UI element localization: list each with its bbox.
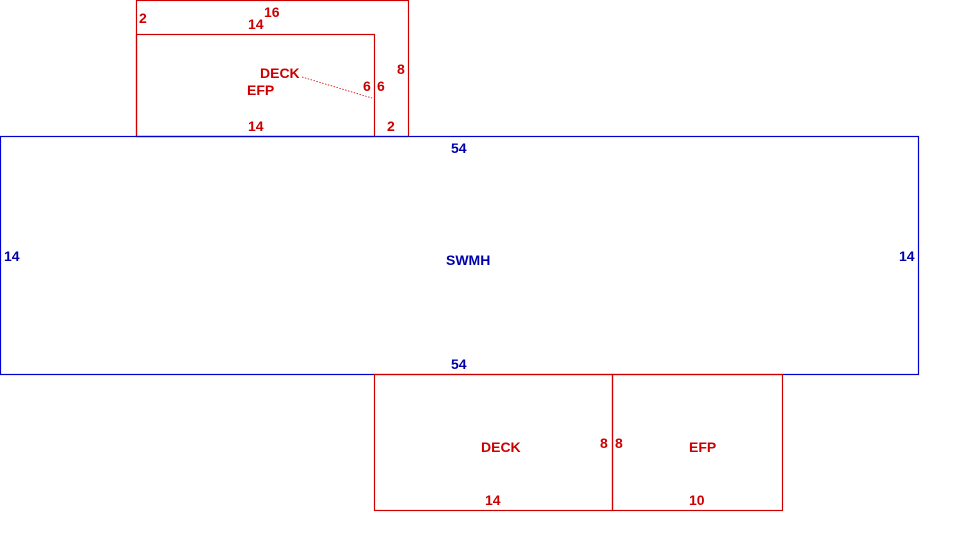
lower-efp-label: EFP bbox=[689, 439, 716, 455]
upper-outer-top-dim: 16 bbox=[264, 4, 280, 20]
lower-efp-bottom-dim: 10 bbox=[689, 492, 705, 508]
lower-efp-outline bbox=[611, 373, 784, 512]
upper-divider-left-dim: 6 bbox=[363, 78, 371, 94]
deck-leader-line bbox=[301, 76, 373, 99]
upper-inner-top-dim: 14 bbox=[248, 16, 264, 32]
upper-efp-label: EFP bbox=[247, 82, 274, 98]
lower-deck-right-dim: 8 bbox=[600, 435, 608, 451]
lower-deck-label: DECK bbox=[481, 439, 521, 455]
upper-divider-right-dim: 6 bbox=[377, 78, 385, 94]
lower-efp-left-dim: 8 bbox=[615, 435, 623, 451]
lower-deck-bottom-dim: 14 bbox=[485, 492, 501, 508]
upper-left-dim: 2 bbox=[139, 10, 147, 26]
home-bottom-dim: 54 bbox=[451, 356, 467, 372]
upper-bottom-right-dim: 2 bbox=[387, 118, 395, 134]
home-top-dim: 54 bbox=[451, 140, 467, 156]
home-left-dim: 14 bbox=[4, 248, 20, 264]
upper-deck-label: DECK bbox=[260, 65, 300, 81]
home-right-dim: 14 bbox=[899, 248, 915, 264]
home-label: SWMH bbox=[446, 252, 490, 268]
upper-outer-right-dim: 8 bbox=[397, 61, 405, 77]
upper-inner-bottom-dim: 14 bbox=[248, 118, 264, 134]
